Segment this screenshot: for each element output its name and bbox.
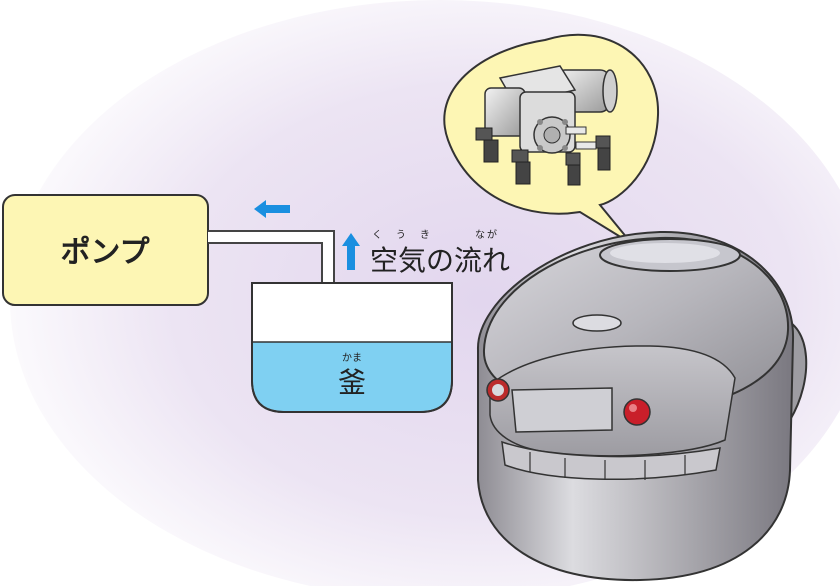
pump-box: ポンプ — [2, 194, 209, 306]
air-flow-ruby-kuuki: くうき — [372, 229, 444, 241]
rice-cooker — [476, 230, 808, 582]
air-flow-label: 空気の流れ — [370, 244, 510, 277]
air-flow-label-group: くうき なが 空気の流れ — [370, 228, 510, 277]
pot-ruby: かま — [342, 352, 362, 364]
pump-label: ポンプ — [60, 235, 150, 270]
pot-label: 釜 — [338, 366, 366, 399]
arrow-up-icon — [342, 233, 360, 270]
inner-pot: かま 釜 — [251, 282, 453, 413]
air-flow-ruby-naga: なが — [475, 228, 499, 241]
air-pump-illustration — [475, 65, 618, 186]
arrow-left-icon — [254, 200, 290, 218]
air-tube — [208, 230, 335, 292]
